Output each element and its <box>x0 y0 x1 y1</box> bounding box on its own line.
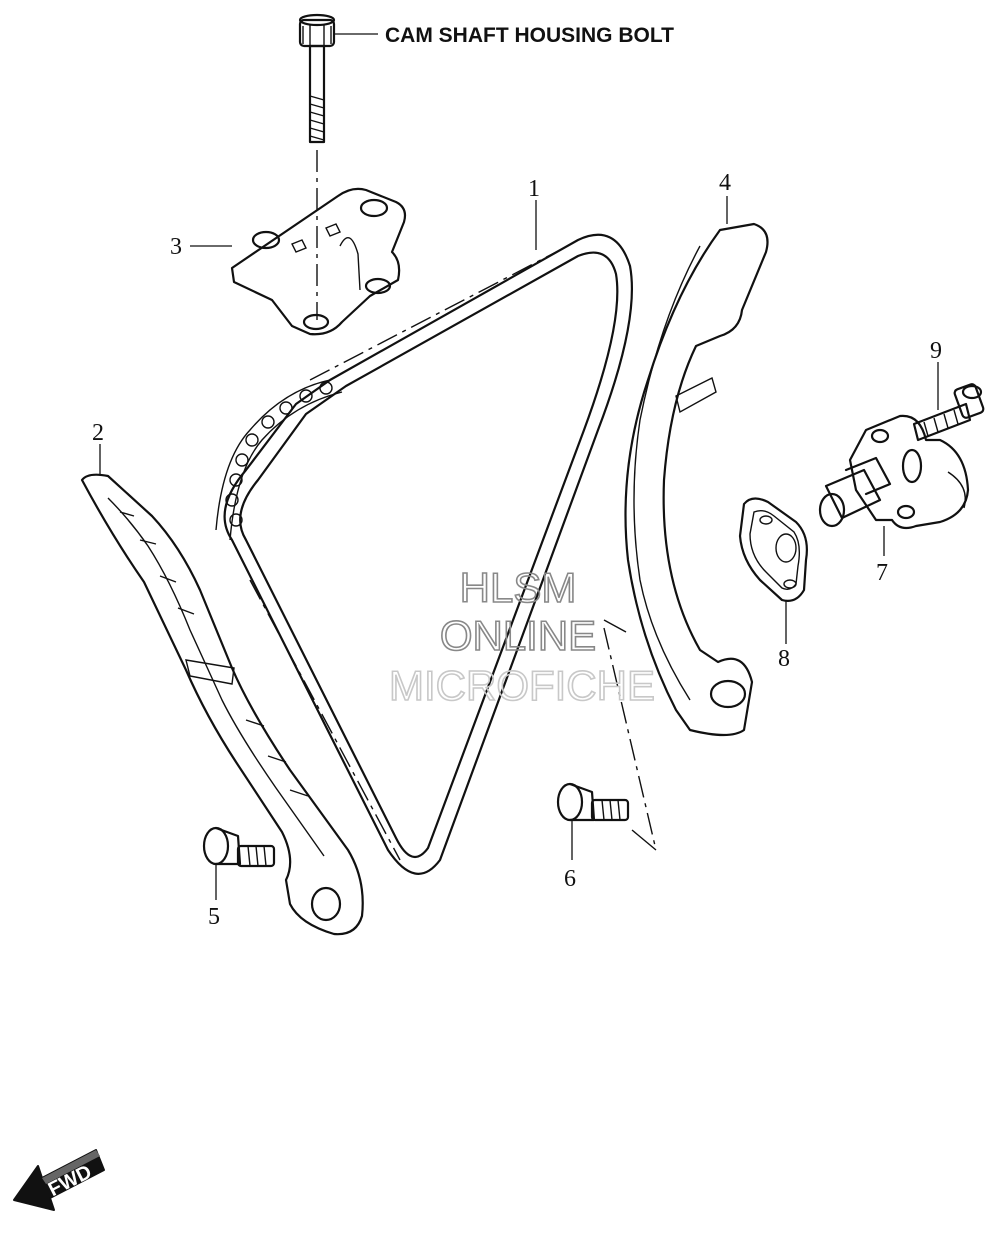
watermark-line-1: HLSM <box>460 564 577 611</box>
cam-shaft-housing-bolt-label: CAM SHAFT HOUSING BOLT <box>385 24 674 47</box>
part-6-guide-bolt[interactable] <box>556 782 630 822</box>
part-5-guide-bolt[interactable] <box>202 826 276 868</box>
callout-7: 7 <box>876 560 888 586</box>
callout-8: 8 <box>778 646 790 672</box>
cam-shaft-housing-bolt[interactable] <box>298 13 336 144</box>
watermark: HLSM ONLINE MICROFICHE <box>388 563 656 710</box>
callout-4: 4 <box>719 170 731 196</box>
callout-1: 1 <box>528 176 540 202</box>
watermark-line-3: MICROFICHE <box>389 662 655 709</box>
chain-link-detail <box>215 379 343 541</box>
fwd-direction-badge: FWD <box>13 1149 105 1211</box>
part-4-tensioner-guide[interactable] <box>624 222 769 737</box>
part-8-gasket[interactable] <box>738 497 808 602</box>
callout-5: 5 <box>208 904 220 930</box>
callout-2: 2 <box>92 420 104 446</box>
part-7-tensioner-assembly[interactable] <box>818 414 970 530</box>
part-1-cam-chain[interactable] <box>215 233 633 875</box>
part-9-tensioner-bolt[interactable] <box>912 383 985 442</box>
callout-3: 3 <box>170 234 182 260</box>
watermark-line-2: ONLINE <box>440 612 596 659</box>
callout-6: 6 <box>564 866 576 892</box>
callout-9: 9 <box>930 338 942 364</box>
part-2-chain-guide[interactable] <box>80 473 364 936</box>
part-3-chain-guide-bracket[interactable] <box>230 187 407 336</box>
